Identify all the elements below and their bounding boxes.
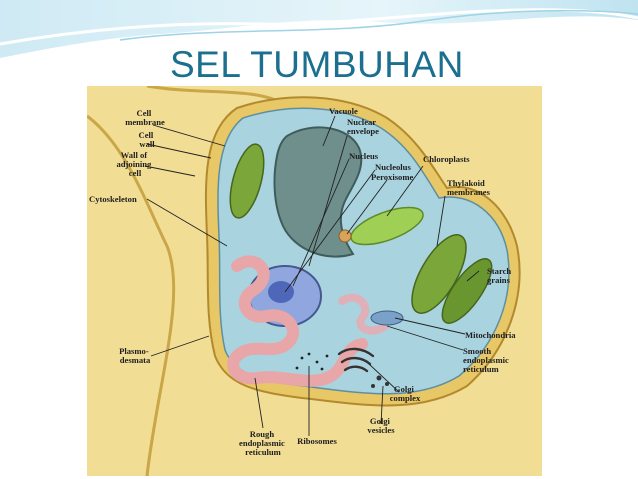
label-nuclear-envelope: Nuclear envelope (347, 117, 379, 136)
chloroplast-3 (411, 234, 467, 314)
rough-er (227, 255, 368, 387)
golgi-complex (337, 347, 375, 373)
label-starch-grains: Starch grains (487, 266, 513, 285)
label-nucleolus: Nucleolus (375, 162, 411, 172)
mitochondrion (370, 310, 404, 326)
chloroplast-4 (441, 258, 493, 324)
label-rough-er: Rough endoplasmic reticulum (239, 429, 287, 457)
label-peroxisome: Peroxisome (371, 172, 414, 182)
label-ribosomes: Ribosomes (297, 436, 337, 446)
chloroplast-1 (229, 143, 265, 219)
nucleolus (268, 281, 294, 303)
slide-title: SEL TUMBUHAN (170, 44, 464, 85)
label-chloroplasts: Chloroplasts (423, 154, 470, 164)
label-cell-membrane: Cell membrane (125, 108, 165, 127)
golgi-vesicles (371, 375, 389, 388)
label-vacuole: Vacuole (329, 106, 358, 116)
label-plasmodesmata: Plasmo- desmata (119, 346, 151, 365)
label-mitochondria: Mitochondria (465, 330, 516, 340)
plant-cell-diagram: Cell membrane Cell wall Wall of adjoinin… (87, 86, 542, 476)
peroxisome (338, 229, 352, 243)
label-cell-wall: Cell wall (139, 130, 156, 149)
label-golgi-vesicles: Golgi vesicles (367, 416, 395, 435)
ribosomes (295, 352, 329, 371)
label-thylakoid-membranes: Thylakoid membranes (447, 178, 491, 197)
leader-lines (144, 115, 480, 436)
chloroplast-2 (350, 206, 424, 246)
label-wall-adjoining: Wall of adjoining cell (116, 150, 153, 178)
vacuole (273, 126, 363, 258)
label-cytoskeleton: Cytoskeleton (89, 194, 137, 204)
label-smooth-er: Smooth endoplasmic reticulum (463, 346, 511, 374)
label-golgi-complex: Golgi complex (390, 384, 421, 403)
top-wave-decoration (0, 0, 638, 58)
label-nucleus: Nucleus (349, 151, 379, 161)
smooth-er (338, 293, 389, 335)
